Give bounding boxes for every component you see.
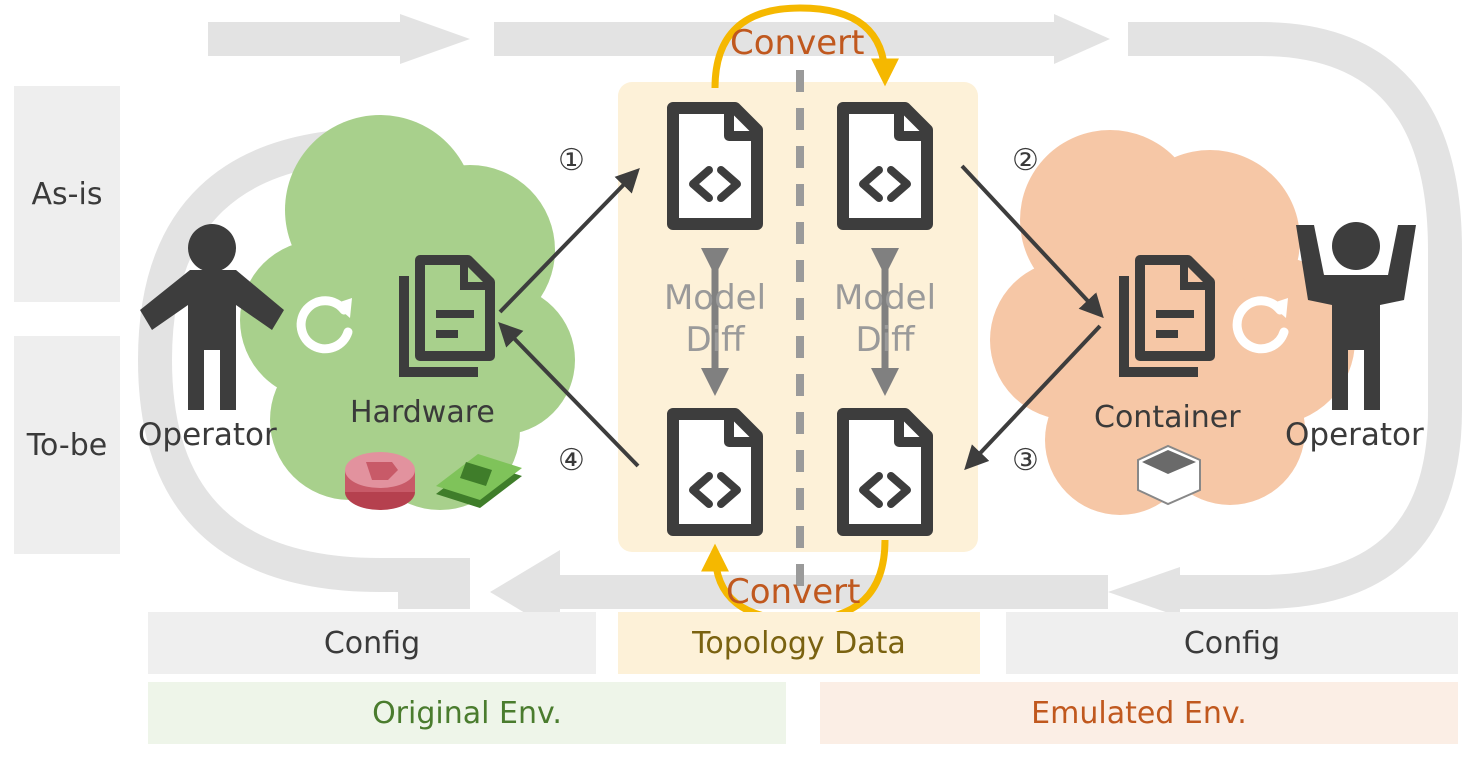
model-diff-right-line1: Model [833,278,937,318]
code-file-icon-bottom-left [673,414,757,530]
config-right-label: Config [1183,625,1281,661]
operator-right-person-arms-up-icon [1296,222,1416,410]
container-cloud [990,130,1355,515]
emulated-env-label: Emulated Env. [1031,695,1247,731]
code-file-icon-bottom-right [843,414,927,530]
model-diff-left-label: Model Diff [655,277,775,361]
row-label-to-be: To-be [14,336,120,554]
step-2-label: ② [1012,143,1039,178]
switch-icon [436,454,522,508]
operator-left-person-icon [140,224,284,410]
config-left-box: Config [148,612,596,674]
original-env-label: Original Env. [372,695,562,731]
topology-data-label: Topology Data [692,625,906,661]
router-icon [345,452,415,510]
model-diff-right-line2: Diff [855,320,915,360]
step-4-label: ④ [558,443,585,478]
row-label-as-is: As-is [14,86,120,302]
convert-top-label: Convert [730,23,865,63]
model-diff-right-label: Model Diff [825,277,945,361]
step-1-arrow [498,167,640,314]
step-3-arrow [964,324,1102,471]
operator-right-label: Operator [1285,417,1424,453]
code-file-icon-top-left [673,108,757,224]
config-right-box: Config [1006,612,1458,674]
model-diff-left-line2: Diff [685,320,745,360]
model-diff-left-line1: Model [663,278,767,318]
convert-bottom-label: Convert [726,572,861,612]
row-label-to-be-text: To-be [26,427,108,463]
original-env-box: Original Env. [148,682,786,744]
container-label: Container [1094,400,1241,435]
step-1-label: ① [558,143,585,178]
code-file-icon-top-right [843,108,927,224]
step-4-arrow [498,321,640,468]
emulated-env-box: Emulated Env. [820,682,1458,744]
cycle-arrow [137,14,1462,634]
topology-data-box: Topology Data [618,612,980,674]
config-left-label: Config [323,625,421,661]
container-box-icon [1137,444,1201,506]
step-3-label: ③ [1012,443,1039,478]
hardware-label: Hardware [350,395,495,430]
step-2-arrow [960,164,1104,319]
convert-arrow-top [711,4,899,89]
row-label-as-is-text: As-is [31,176,103,212]
operator-left-label: Operator [138,417,277,453]
